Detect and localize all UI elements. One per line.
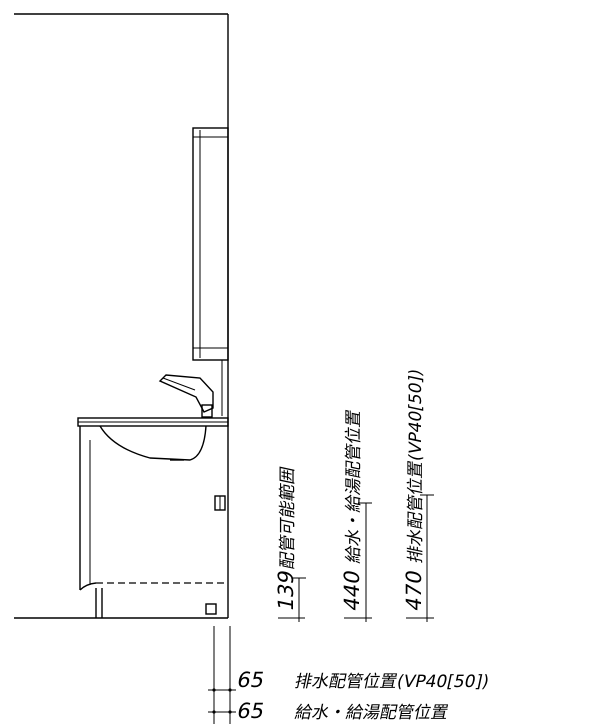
- dim-65-drain: 65 排水配管位置(VP40[50]): [235, 668, 491, 693]
- dim-470-label: 排水配管位置(VP40[50]): [406, 367, 426, 565]
- counter-top: [77, 417, 229, 427]
- floor-pipe-stub: [205, 603, 217, 615]
- dim-440: 440 給水・給湯配管位置: [340, 408, 365, 613]
- faucet-body: [158, 374, 214, 413]
- dim-65-supply-value: 65: [235, 699, 267, 724]
- dim-139-value: 139: [274, 568, 299, 613]
- dim-470: 470 排水配管位置(VP40[50]): [402, 367, 427, 613]
- wall-and-floor: [14, 13, 229, 619]
- dim-440-label: 給水・給湯配管位置: [344, 408, 364, 565]
- vanity-cabinet: [79, 426, 226, 618]
- basin-bowl: [99, 425, 207, 461]
- dim-65-drain-label: 排水配管位置(VP40[50]): [293, 672, 491, 692]
- mirror-cabinet-body: [192, 127, 229, 361]
- dim-139-label: 配管可能範囲: [278, 465, 298, 571]
- mirror-cabinet: [192, 127, 229, 416]
- dim-65-drain-value: 65: [235, 668, 267, 693]
- dim-65-supply-label: 給水・給湯配管位置: [293, 703, 450, 723]
- faucet: [158, 374, 214, 418]
- dim-470-value: 470: [402, 568, 427, 613]
- dimension-lines: [208, 494, 434, 724]
- basin: [99, 425, 207, 461]
- dim-440-value: 440: [340, 568, 365, 613]
- dim-139: 139 配管可能範囲: [274, 465, 299, 613]
- dim-65-supply: 65 給水・給湯配管位置: [235, 699, 450, 724]
